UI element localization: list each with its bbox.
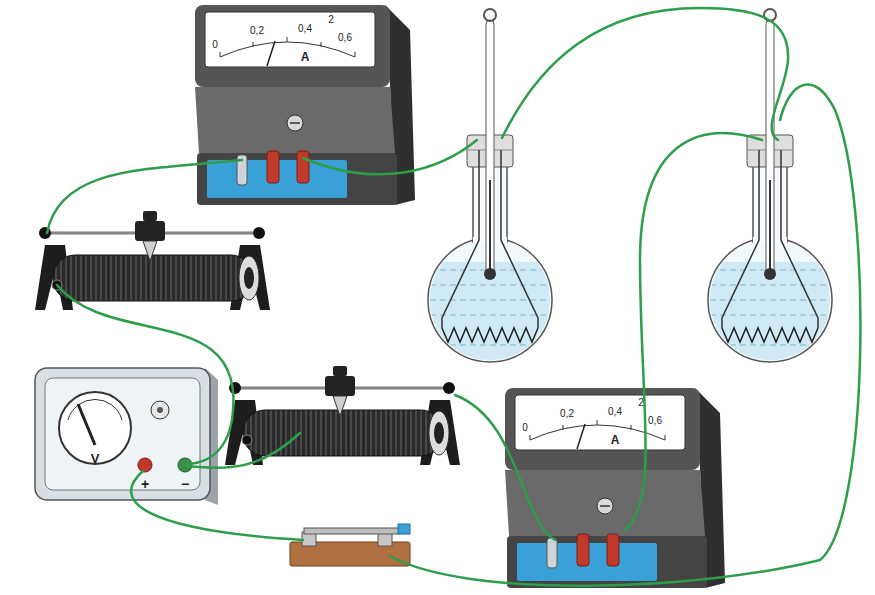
unit-symbol: A	[301, 51, 310, 63]
scale-number: 2	[638, 398, 644, 408]
polarity-sign: −	[181, 477, 189, 491]
unit-symbol: A	[611, 434, 620, 446]
flask-heater	[428, 9, 552, 362]
rheostat	[225, 366, 460, 465]
rheostat	[35, 211, 270, 310]
wire	[47, 8, 860, 586]
power-supply	[35, 368, 218, 505]
scale-number: 0,6	[338, 33, 352, 43]
knife-switch	[290, 524, 410, 566]
flask-heater	[708, 9, 832, 362]
polarity-sign: +	[141, 477, 149, 491]
scale-number: 0,6	[648, 416, 662, 426]
unit-symbol: V	[91, 452, 100, 465]
scale-number: 0,2	[250, 26, 264, 36]
ammeter	[505, 388, 725, 588]
scale-number: 0,4	[298, 24, 312, 34]
scale-number: 0,4	[608, 407, 622, 417]
scale-number: 0	[212, 40, 218, 50]
scale-number: 2	[328, 15, 334, 25]
scale-number: 0,2	[560, 409, 574, 419]
scale-number: 0	[522, 423, 528, 433]
